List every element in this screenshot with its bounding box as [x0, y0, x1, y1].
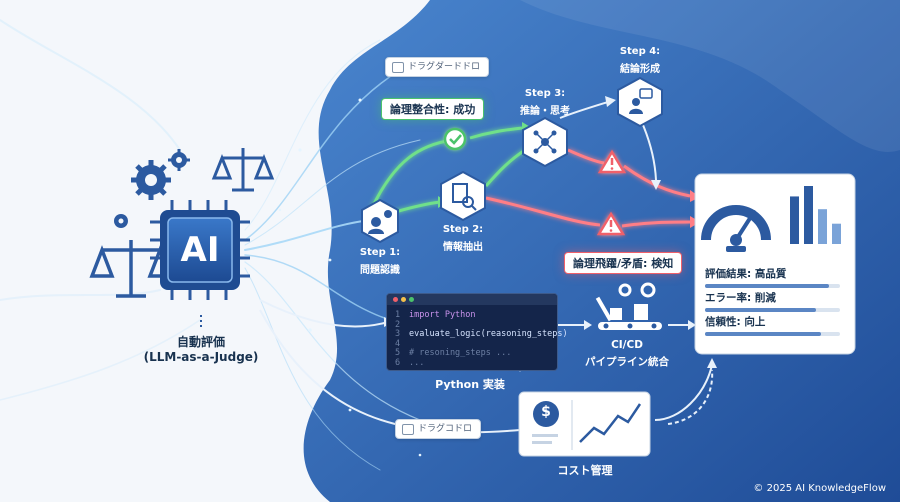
step-3-title: Step 3: — [524, 88, 566, 99]
code-editor-titlebar — [387, 294, 557, 305]
drag-label-top[interactable]: ドラグダードドロ — [385, 57, 490, 77]
code-line-text: ... — [409, 358, 425, 368]
result-metric-track — [705, 308, 840, 312]
code-line-number: 3 — [395, 329, 401, 340]
step-1-caption: 問題認識 — [360, 265, 400, 276]
copy-icon — [392, 62, 404, 73]
code-line-number: 2 — [395, 319, 401, 330]
dollar-icon: $ — [541, 404, 551, 420]
data-streams — [0, 19, 421, 471]
result-metric-fill — [705, 332, 822, 336]
code-line-text: evaluate_logic(reasoning_steps) — [409, 329, 568, 340]
gear-icon — [114, 149, 190, 228]
drag-label-bottom-text: ドラグコドロ — [418, 424, 473, 434]
ai-chip-icon — [150, 200, 250, 300]
success-badge: 論理整合性: 成功 — [381, 98, 485, 120]
code-line-text: # resoning_steps ... — [409, 348, 512, 359]
step-1-title: Step 1: — [359, 247, 401, 258]
cost-panel — [518, 391, 651, 457]
code-line-text: import Python — [409, 310, 476, 320]
result-metric-label: 評価結果: 高品質 — [705, 268, 787, 280]
window-dot-icon — [409, 297, 414, 302]
failure-path — [485, 148, 691, 228]
warning-icon — [596, 211, 626, 236]
scale-icon-large — [89, 240, 173, 298]
result-metric-label: エラー率: 削減 — [705, 292, 776, 304]
python-caption: Python 実装 — [435, 378, 505, 391]
copy-icon — [402, 424, 414, 435]
window-dot-icon — [393, 297, 398, 302]
copyright-text: © 2025 AI KnowledgeFlow — [753, 483, 886, 494]
step-4-caption: 結論形成 — [620, 64, 660, 75]
cicd-caption-line2: パイプライン統合 — [585, 356, 669, 368]
step-3-node — [522, 116, 568, 168]
judge-label-line1: 自動評価 — [176, 335, 225, 349]
window-dot-icon — [401, 297, 406, 302]
step-1-node — [361, 198, 399, 244]
blue-wave-region — [303, 0, 900, 502]
failure-badge: 論理飛躍/矛盾: 検知 — [564, 252, 683, 274]
check-icon — [443, 127, 467, 151]
judge-label-line2: (LLM-as-a-Judge) — [143, 350, 259, 364]
code-line-number: 6 — [395, 358, 401, 368]
step-4-title: Step 4: — [619, 46, 661, 57]
sparkle-dots — [278, 98, 522, 457]
cicd-caption-line1: CI/CD — [611, 339, 643, 351]
result-bar — [804, 186, 813, 244]
step-3-caption: 推論・思考 — [520, 106, 570, 117]
step-2-title: Step 2: — [442, 224, 484, 235]
result-bar — [818, 209, 827, 244]
result-metric-track — [705, 332, 840, 336]
cicd-pipeline-icon — [595, 282, 662, 330]
code-line-number: 5 — [395, 348, 401, 359]
success-path — [370, 126, 526, 214]
result-bar — [790, 196, 799, 244]
result-metric-fill — [705, 284, 830, 288]
warning-icon — [597, 149, 627, 174]
step-2-caption: 情報抽出 — [443, 242, 483, 253]
cost-caption: コスト管理 — [557, 464, 613, 477]
step-4-node — [617, 76, 663, 128]
result-metric: エラー率: 削減 — [705, 290, 840, 312]
code-line-number: 1 — [395, 310, 401, 320]
result-metric: 信頼性: 向上 — [705, 314, 840, 336]
result-metric-label: 信頼性: 向上 — [705, 316, 766, 328]
result-bars — [790, 186, 841, 244]
ai-chip-label: AI — [180, 230, 220, 270]
scale-icon — [211, 148, 275, 192]
drag-label-bottom[interactable]: ドラグコドロ — [395, 419, 482, 439]
result-bar — [832, 223, 841, 244]
result-metric-track — [705, 284, 840, 288]
drag-label-top-text: ドラグダードドロ — [408, 62, 481, 72]
result-metric: 評価結果: 高品質 — [705, 266, 840, 288]
step-2-node — [440, 170, 486, 222]
result-metric-fill — [705, 308, 816, 312]
code-line-number: 4 — [395, 338, 401, 349]
